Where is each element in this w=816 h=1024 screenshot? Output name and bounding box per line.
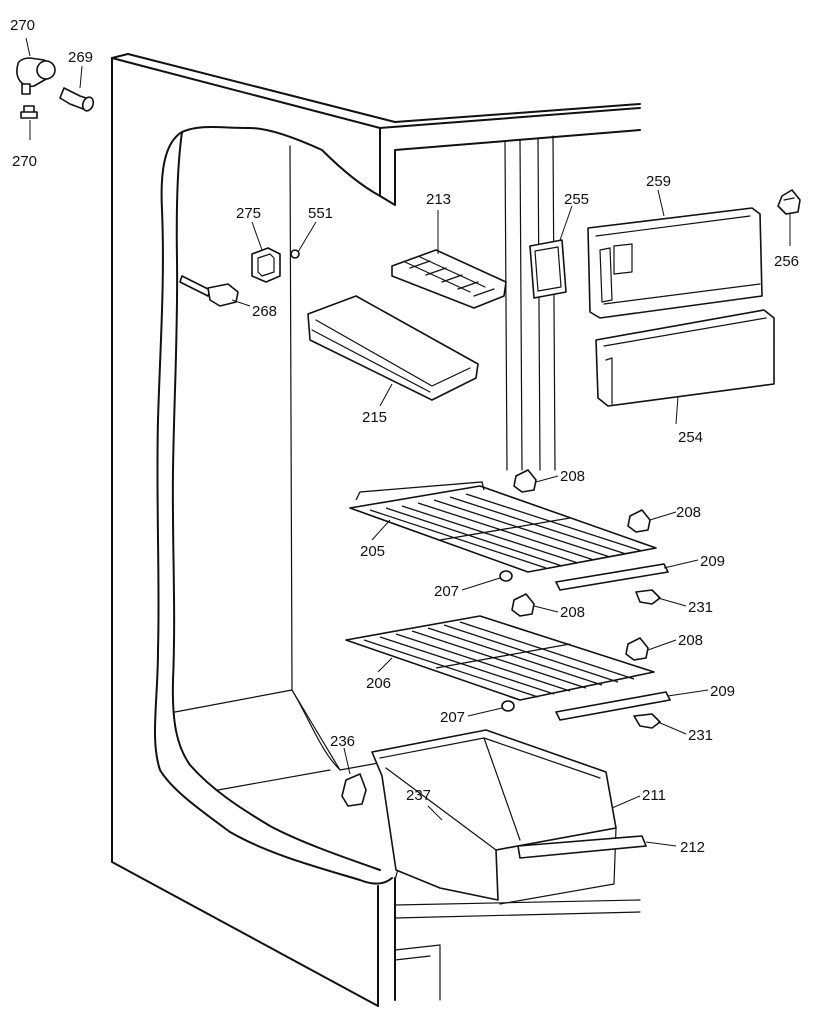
callout-208-a: 208	[560, 468, 585, 485]
callout-209-a: 209	[700, 553, 725, 570]
callout-270-top: 270	[10, 17, 35, 34]
callout-270-bottom: 270	[12, 153, 37, 170]
callout-255: 255	[564, 191, 589, 208]
lower-shelf-part	[345, 615, 655, 701]
callout-208-b: 208	[676, 504, 701, 521]
bulb-part	[290, 249, 300, 259]
callout-208-d: 208	[678, 632, 703, 649]
crisper-drawer-part	[371, 729, 617, 905]
light-socket-part	[251, 247, 281, 283]
upper-shelf-part	[349, 481, 657, 573]
callout-236: 236	[330, 733, 355, 750]
control-knob-part	[179, 275, 239, 307]
callout-labels: 270 270 269 275 551 268 213 215 255 259 …	[10, 17, 799, 856]
shelf-support-part	[511, 469, 651, 661]
callout-205: 205	[360, 543, 385, 560]
callout-269: 269	[68, 49, 93, 66]
freezer-cover-part	[587, 207, 763, 319]
callout-207-a: 207	[434, 583, 459, 600]
callout-237: 237	[406, 787, 431, 804]
shelf-trim-lower	[555, 691, 671, 721]
callout-215: 215	[362, 409, 387, 426]
bracket-part	[633, 589, 661, 729]
callout-259: 259	[646, 173, 671, 190]
cover-plate-part	[529, 239, 567, 299]
panel-part	[595, 309, 775, 407]
shelf-trim-upper	[555, 563, 669, 591]
cabinet	[111, 53, 641, 1007]
callout-231-b: 231	[688, 727, 713, 744]
leader-lines	[25, 37, 791, 847]
callout-208-c: 208	[560, 604, 585, 621]
callout-268: 268	[252, 303, 277, 320]
callout-256: 256	[774, 253, 799, 270]
callout-212: 212	[680, 839, 705, 856]
shelf-cap-part	[499, 570, 515, 712]
callout-551: 551	[308, 205, 333, 222]
ice-tray-part	[391, 249, 507, 309]
callout-275: 275	[236, 205, 261, 222]
callout-213: 213	[426, 191, 451, 208]
storage-bin-part	[307, 295, 479, 401]
callout-231-a: 231	[688, 599, 713, 616]
tube-part	[59, 87, 95, 112]
callout-209-b: 209	[710, 683, 735, 700]
callout-206: 206	[366, 675, 391, 692]
callout-211: 211	[642, 787, 666, 804]
elbow-fitting-part	[16, 57, 56, 95]
clip-part	[777, 189, 801, 215]
callout-207-b: 207	[440, 709, 465, 726]
drawer-handle-part	[517, 835, 647, 859]
callout-254: 254	[678, 429, 703, 446]
screw-part	[20, 105, 38, 119]
